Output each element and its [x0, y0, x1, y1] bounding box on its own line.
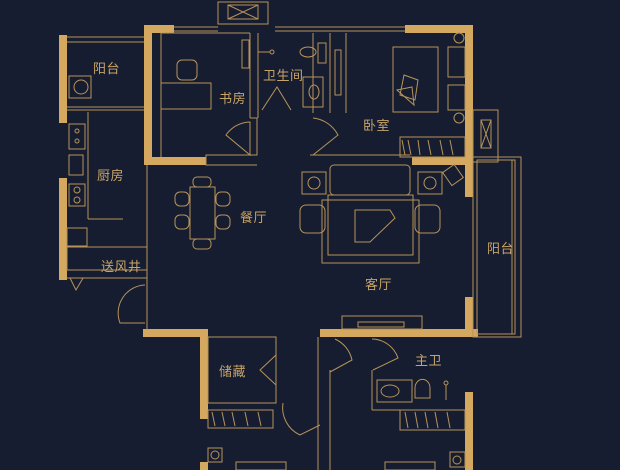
room-label-balcony-east: 阳台 — [487, 242, 515, 257]
walls — [59, 25, 478, 470]
room-label-master-bath: 主卫 — [415, 354, 443, 369]
room-label-living: 客厅 — [365, 278, 393, 293]
room-label-bathroom: 卫生间 — [263, 69, 304, 84]
room-label-air-shaft: 送风井 — [101, 260, 142, 275]
room-label-storage: 储藏 — [219, 365, 247, 380]
linework — [66, 1, 522, 470]
room-label-study: 书房 — [219, 92, 247, 107]
room-label-kitchen: 厨房 — [97, 169, 125, 184]
room-label-bedroom: 卧室 — [363, 119, 391, 134]
room-label-dining: 餐厅 — [240, 211, 268, 226]
room-label-balcony-north: 阳台 — [93, 62, 121, 77]
